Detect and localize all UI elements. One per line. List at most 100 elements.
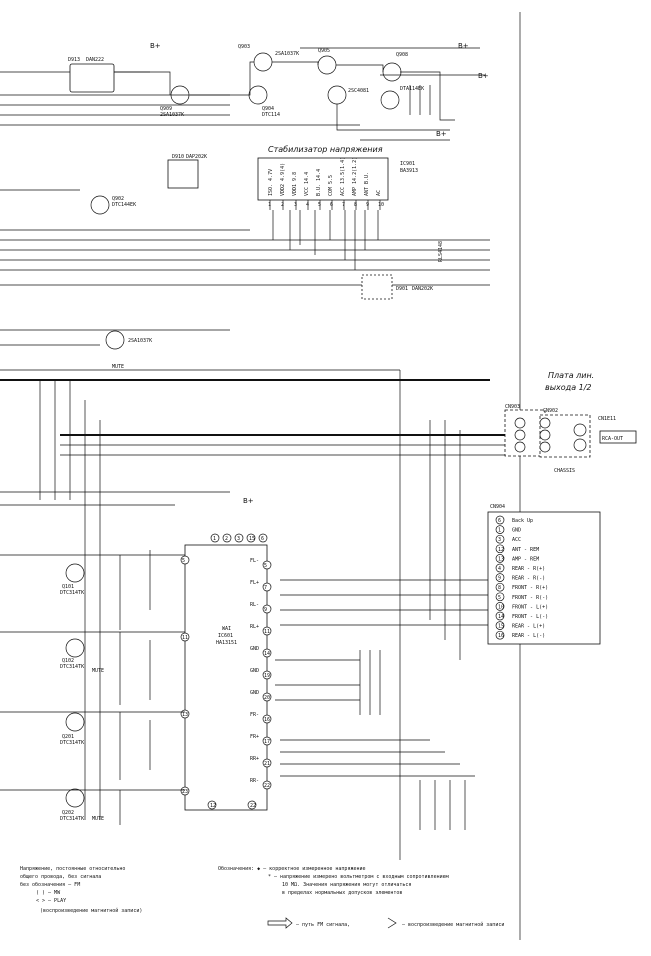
amp-right-pins: 5FL-7FL+9RL-11RL+14GND19GND20GND16FR-17F… <box>250 558 272 790</box>
cn904-pin <box>495 602 505 611</box>
input-stage-transistors <box>0 550 185 825</box>
amp-right-pin <box>262 582 272 592</box>
cn904-pin-number: 9 <box>498 576 501 582</box>
svg-text:без обозначения — FM: без обозначения — FM <box>20 881 80 888</box>
amp-right-pin-label: FL+ <box>250 580 259 586</box>
amp-right-pin <box>262 670 272 680</box>
amp-right-pin-number: 22 <box>264 783 270 789</box>
speaker-output-wires <box>275 579 488 830</box>
cn904-pin-number: 3 <box>498 537 501 543</box>
amp-top-pin-number: 2 <box>225 536 228 542</box>
legend-bottom: — путь FM сигнала, — воспроизведение маг… <box>267 917 504 929</box>
cn904-pin-label: Back Up <box>512 518 533 524</box>
amplifier-ic <box>184 544 268 811</box>
svg-text:общего провода, без сигнала: общего провода, без сигнала <box>20 873 101 880</box>
stabilizer-pin-labels: ISO. 4.7V VDD2 4.9(4) VDD1 9.8 VCC 14.4 … <box>268 157 382 196</box>
d908-part: RLS4148 <box>438 241 444 262</box>
cn904-pin-number: 1 <box>498 528 501 534</box>
d913-label: D913 <box>68 57 80 63</box>
d901-label: D901 <box>396 286 408 292</box>
q903-label: Q903 <box>238 44 250 50</box>
cn904-pin-label: AMP - REM <box>512 556 539 562</box>
amp-top-pin-number: 3 <box>237 536 240 542</box>
cn904-pin-number: 8 <box>498 585 501 591</box>
amp-right-pin-number: 17 <box>264 739 270 745</box>
cn904-pin-number: 5 <box>498 595 501 601</box>
amp-top-pin-number: 1 <box>213 536 216 542</box>
cn904-pin-label: REAR - R(+) <box>512 566 545 572</box>
svg-text:VDD2 4.9(4): VDD2 4.9(4) <box>280 163 286 196</box>
svg-text:( ) — MW: ( ) — MW <box>36 890 61 896</box>
amp-bottom-pin <box>207 800 217 810</box>
amp-ref2: WAI <box>222 626 231 632</box>
amp-right-pin-number: 19 <box>264 673 270 679</box>
q909-label: Q909 <box>160 106 172 112</box>
amp-right-pin-number: 11 <box>264 629 270 635</box>
amp-right-pin-label: FR+ <box>250 734 259 740</box>
amp-bottom-pin <box>247 800 257 810</box>
amp-right-pin-label: RL- <box>250 602 259 608</box>
stabilizer-title: Стабилизатор напряжения <box>268 145 383 154</box>
amp-top-pin <box>210 533 220 543</box>
svg-text:10 МΩ. Значения напряжения мог: 10 МΩ. Значения напряжения могут отличат… <box>282 882 411 888</box>
amp-right-pin <box>262 758 272 768</box>
stabilizer-ic <box>257 157 389 270</box>
bplus-label-1: B+ <box>150 42 161 50</box>
output-board-title-2: выхода 1/2 <box>545 383 592 392</box>
amp-right-pin-number: 21 <box>264 761 270 767</box>
legend-right: Обозначения: ◆ — корректное измеренное н… <box>218 865 449 896</box>
cn904-pin-label: ANT - REM <box>512 547 539 553</box>
legend-left: Напряжение, постоянные относительно обще… <box>20 866 142 914</box>
amp-left-pin-number: 23 <box>182 789 188 795</box>
cn902-label: CN902 <box>543 408 558 414</box>
stabilizer-part: BA3913 <box>400 168 418 174</box>
d910-label: D910 <box>172 154 184 160</box>
output-board-title-1: Плата лин. <box>548 371 594 380</box>
amp-left-pin <box>180 555 190 565</box>
cn904-pin-number: 10 <box>498 604 504 610</box>
cn904-pin-label: FRONT - L(+) <box>512 604 548 610</box>
amp-top-pin <box>222 533 232 543</box>
amp-top-pin <box>246 533 256 543</box>
svg-text:Напряжение, постоянные относит: Напряжение, постоянные относительно <box>20 866 125 872</box>
amp-bottom-pin-number: 12 <box>210 803 216 809</box>
q201-label: Q201 <box>62 734 74 740</box>
svg-text:AC: AC <box>376 190 382 196</box>
svg-text:8: 8 <box>354 202 357 208</box>
amp-right-pin <box>262 780 272 790</box>
q909-part: 2SA1037K <box>160 112 184 118</box>
rca-out-label: RCA-OUT <box>602 436 623 442</box>
q904-label: Q904 <box>262 106 274 112</box>
q910-transistor <box>105 330 125 350</box>
svg-text:ACC 13.5(1.4): ACC 13.5(1.4) <box>340 157 346 196</box>
svg-text:2: 2 <box>281 202 284 208</box>
d913-part: DAN222 <box>86 57 104 63</box>
cn903-label: CN903 <box>505 404 520 410</box>
q904-part: DTC114 <box>262 112 280 118</box>
q202-label: Q202 <box>62 810 74 816</box>
svg-text:4: 4 <box>306 202 309 208</box>
q907-part: 2SC4081 <box>348 88 369 94</box>
cn904-pin <box>495 554 505 563</box>
svg-text:3: 3 <box>294 202 297 208</box>
cn904-pin-number: 13 <box>498 556 504 562</box>
amp-part: HA13151 <box>216 640 237 646</box>
amp-right-pin-number: 20 <box>264 695 270 701</box>
chassis-label: CHASSIS <box>554 468 575 474</box>
svg-text:— воспроизведение магнитной за: — воспроизведение магнитной записи <box>402 922 504 928</box>
cn904-pin <box>495 563 505 573</box>
cn904-pin <box>495 573 505 582</box>
cn904-pin <box>495 525 505 534</box>
bplus-label-5: B+ <box>243 497 254 505</box>
vertical-bus <box>0 370 520 860</box>
cn904-pin <box>495 630 505 640</box>
connector-cn904 <box>487 511 601 645</box>
q102-part: DTC314TK <box>60 664 84 670</box>
svg-text:Обозначения: ◆ — корректное из: Обозначения: ◆ — корректное измеренное н… <box>218 865 366 872</box>
svg-text:B.U. 14.4: B.U. 14.4 <box>316 169 322 196</box>
amp-left-pin <box>180 786 190 796</box>
